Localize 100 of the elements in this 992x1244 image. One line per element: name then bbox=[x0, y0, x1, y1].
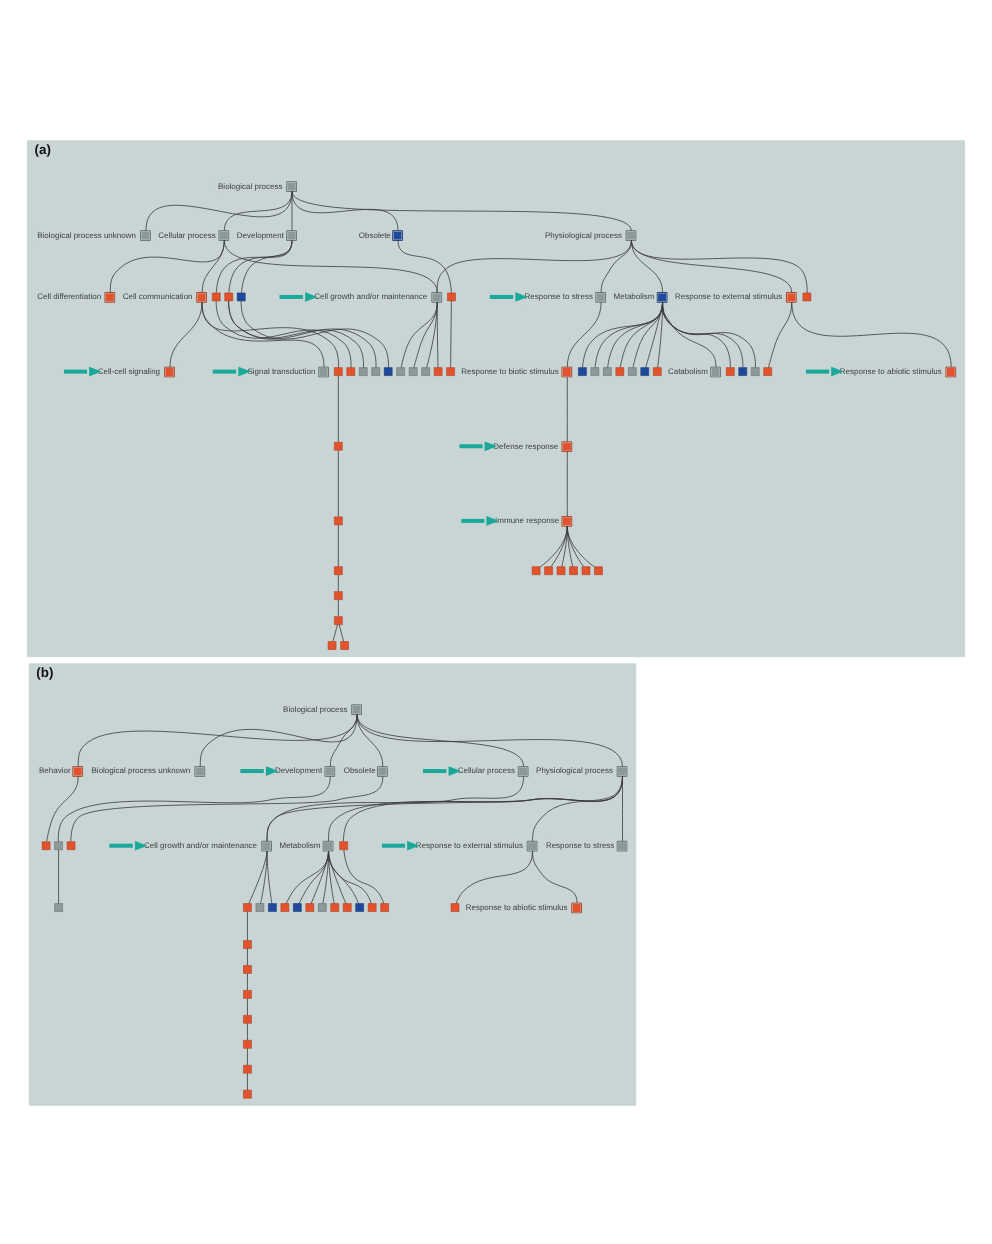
connector bbox=[247, 1047, 248, 1065]
node-box bbox=[590, 366, 600, 375]
connector bbox=[247, 947, 248, 965]
node-box bbox=[359, 366, 368, 375]
node-box bbox=[603, 366, 612, 375]
node-box bbox=[726, 366, 735, 375]
node-box bbox=[628, 366, 637, 375]
node-box bbox=[268, 902, 277, 911]
node-box bbox=[243, 1088, 252, 1098]
connector bbox=[631, 239, 663, 292]
connector bbox=[322, 849, 329, 903]
node-box bbox=[212, 291, 221, 301]
connector bbox=[285, 849, 329, 903]
connector bbox=[46, 775, 79, 841]
connector bbox=[619, 300, 663, 367]
connector bbox=[266, 849, 273, 903]
connector bbox=[291, 190, 293, 231]
connector bbox=[291, 190, 399, 231]
node-box bbox=[450, 902, 460, 911]
connector bbox=[328, 849, 372, 903]
node-box bbox=[447, 291, 456, 301]
arrow bbox=[459, 440, 497, 451]
node-box bbox=[340, 640, 349, 649]
node-box bbox=[396, 366, 405, 375]
connector bbox=[600, 239, 632, 292]
connector bbox=[450, 299, 452, 367]
connector bbox=[607, 300, 663, 367]
node-box bbox=[380, 902, 389, 911]
arrow bbox=[381, 839, 420, 850]
connector bbox=[145, 190, 293, 231]
node-box bbox=[305, 902, 315, 911]
connector bbox=[413, 300, 438, 367]
connector bbox=[356, 713, 384, 766]
connector bbox=[328, 849, 347, 903]
node-box bbox=[334, 565, 343, 574]
connector bbox=[338, 623, 345, 641]
arrow bbox=[806, 365, 844, 376]
arrow bbox=[109, 839, 148, 850]
node-box bbox=[327, 640, 337, 649]
node-box bbox=[652, 366, 662, 375]
connector bbox=[247, 910, 248, 940]
node-box bbox=[334, 441, 343, 450]
node-box bbox=[224, 291, 233, 301]
node-box bbox=[339, 840, 348, 849]
connector bbox=[657, 300, 663, 367]
arrow bbox=[63, 365, 102, 376]
connector bbox=[662, 300, 717, 367]
node-box bbox=[371, 366, 380, 375]
node-box bbox=[66, 840, 76, 849]
connector bbox=[77, 713, 358, 766]
node-box bbox=[334, 615, 343, 624]
connector bbox=[332, 623, 338, 641]
connector bbox=[70, 775, 384, 841]
node-box bbox=[334, 515, 343, 525]
node-box bbox=[243, 939, 252, 948]
connector bbox=[550, 524, 568, 566]
node-box bbox=[556, 565, 566, 574]
node-box bbox=[750, 366, 760, 375]
connector bbox=[566, 450, 568, 516]
connector bbox=[343, 848, 385, 903]
node-box bbox=[41, 840, 51, 849]
node-box bbox=[334, 366, 343, 375]
connector bbox=[400, 300, 438, 367]
connector bbox=[337, 598, 339, 616]
arrow bbox=[489, 291, 528, 301]
node-box bbox=[578, 366, 587, 375]
connector bbox=[645, 300, 663, 367]
node-box bbox=[367, 902, 377, 911]
node-box bbox=[544, 565, 553, 574]
connector bbox=[329, 713, 358, 766]
connector bbox=[247, 972, 248, 990]
connector bbox=[566, 300, 602, 367]
node-box bbox=[54, 840, 63, 849]
connector bbox=[356, 713, 524, 766]
node-box bbox=[334, 590, 343, 599]
node-box bbox=[243, 1014, 252, 1023]
connector bbox=[223, 190, 293, 231]
connector bbox=[397, 239, 452, 293]
node-box bbox=[763, 366, 772, 375]
node-box bbox=[293, 902, 302, 911]
node-box bbox=[355, 902, 364, 911]
node-box bbox=[738, 366, 748, 375]
connector bbox=[215, 239, 293, 293]
connector bbox=[247, 1071, 248, 1090]
connector bbox=[632, 300, 663, 367]
arrow bbox=[240, 765, 279, 775]
node-box bbox=[383, 366, 393, 375]
node-box bbox=[569, 565, 578, 574]
node-box bbox=[243, 902, 252, 911]
connector bbox=[247, 1022, 248, 1040]
connector bbox=[791, 300, 952, 367]
connector bbox=[532, 849, 578, 903]
node-box bbox=[346, 366, 356, 375]
connector bbox=[57, 775, 331, 841]
connector bbox=[455, 849, 533, 903]
node-box bbox=[243, 989, 252, 998]
node-box bbox=[318, 902, 327, 911]
connector bbox=[337, 448, 339, 517]
node-box bbox=[330, 902, 340, 911]
connector bbox=[298, 849, 329, 903]
